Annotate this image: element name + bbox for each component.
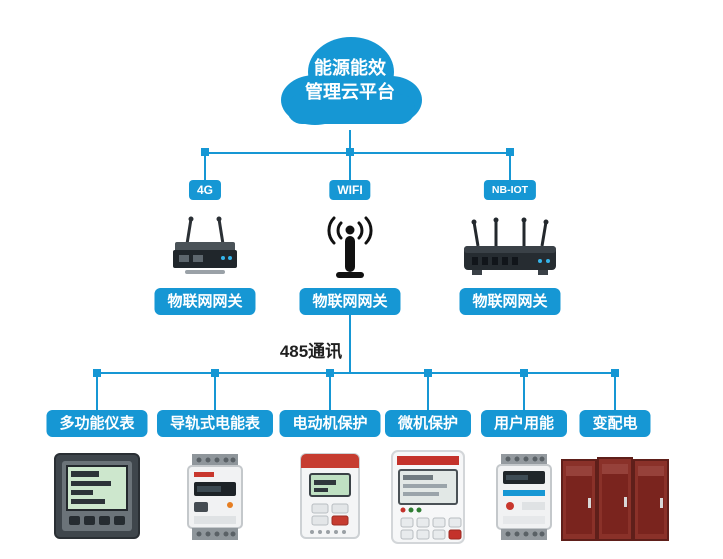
connector-drop-1 — [96, 372, 98, 410]
gateway-label-4g: 物联网网关 — [154, 288, 256, 315]
nbiot-router-icon — [464, 217, 556, 275]
device-label-distribution: 变配电 — [579, 410, 651, 437]
connector-wifi-stub — [349, 152, 351, 182]
distribution-cabinet-image — [561, 457, 669, 541]
connector-drop-2 — [214, 372, 216, 410]
badge-4g: 4G — [188, 180, 222, 200]
multifunction-meter-image — [54, 453, 140, 539]
din-rail-meter-image — [187, 454, 243, 540]
connector-drop-5 — [523, 372, 525, 410]
connector-drop-3 — [329, 372, 331, 410]
device-label-din-rail-meter: 导轨式电能表 — [156, 410, 274, 437]
connector-drop-4 — [427, 372, 429, 410]
cloud-title-line2: 管理云平台 — [305, 82, 395, 102]
wifi-antenna-icon — [327, 216, 373, 278]
device-label-user-energy: 用户用能 — [480, 410, 568, 437]
connector-bus-horizontal — [96, 372, 617, 374]
cloud-title-line1: 能源能效 — [314, 58, 386, 78]
cloud-title: 能源能效 管理云平台 — [263, 56, 437, 104]
gateway-label-nbiot: 物联网网关 — [459, 288, 561, 315]
gateway-label-wifi: 物联网网关 — [299, 288, 401, 315]
connector-cloud-vertical — [349, 130, 351, 153]
device-label-micro-protection: 微机保护 — [384, 410, 472, 437]
microcomputer-protection-image — [391, 450, 465, 544]
cloud-icon — [281, 37, 422, 125]
bus-485-label: 485通讯 — [279, 342, 343, 361]
cloud-platform: 能源能效 管理云平台 — [263, 26, 437, 134]
connector-4g-stub — [204, 152, 206, 182]
badge-wifi: WIFI — [329, 180, 371, 200]
connector-drop-6 — [614, 372, 616, 410]
motor-protection-image — [300, 453, 360, 539]
device-label-motor-protection: 电动机保护 — [279, 410, 381, 437]
connector-gateway-to-bus — [349, 315, 351, 373]
connector-top-horizontal — [204, 152, 512, 154]
badge-nbiot: NB-IOT — [483, 180, 537, 200]
device-label-multifunction-meter: 多功能仪表 — [46, 410, 148, 437]
user-energy-meter-image — [496, 454, 552, 540]
cellular-router-icon — [173, 216, 237, 274]
connector-nbiot-stub — [509, 152, 511, 182]
